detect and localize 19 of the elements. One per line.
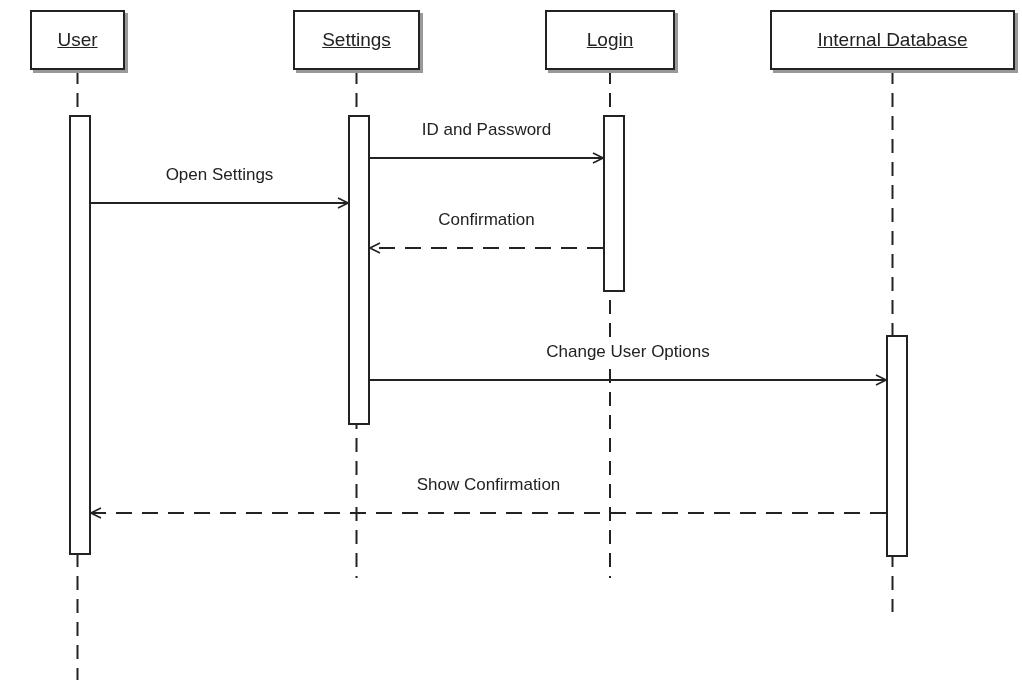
participant-name: Settings (322, 29, 391, 51)
participant-box (30, 10, 125, 70)
participant-box (293, 10, 420, 70)
activation-bar (603, 115, 625, 292)
participant-box (545, 10, 675, 70)
participant-name: User (57, 29, 98, 51)
message-arrow (90, 197, 349, 209)
participant-name: Login (586, 29, 634, 51)
message-arrow (369, 152, 604, 164)
activation-bar (348, 115, 370, 425)
activation-bar (886, 335, 908, 557)
message-label: Open Settings (163, 165, 276, 185)
message-label: Change User Options (544, 342, 712, 362)
activation-bar (69, 115, 91, 555)
message-arrow (369, 374, 887, 386)
message-arrow (90, 507, 887, 519)
message-arrow (369, 242, 604, 254)
participant-box (770, 10, 1015, 70)
participant-name: Internal Database (817, 29, 968, 51)
